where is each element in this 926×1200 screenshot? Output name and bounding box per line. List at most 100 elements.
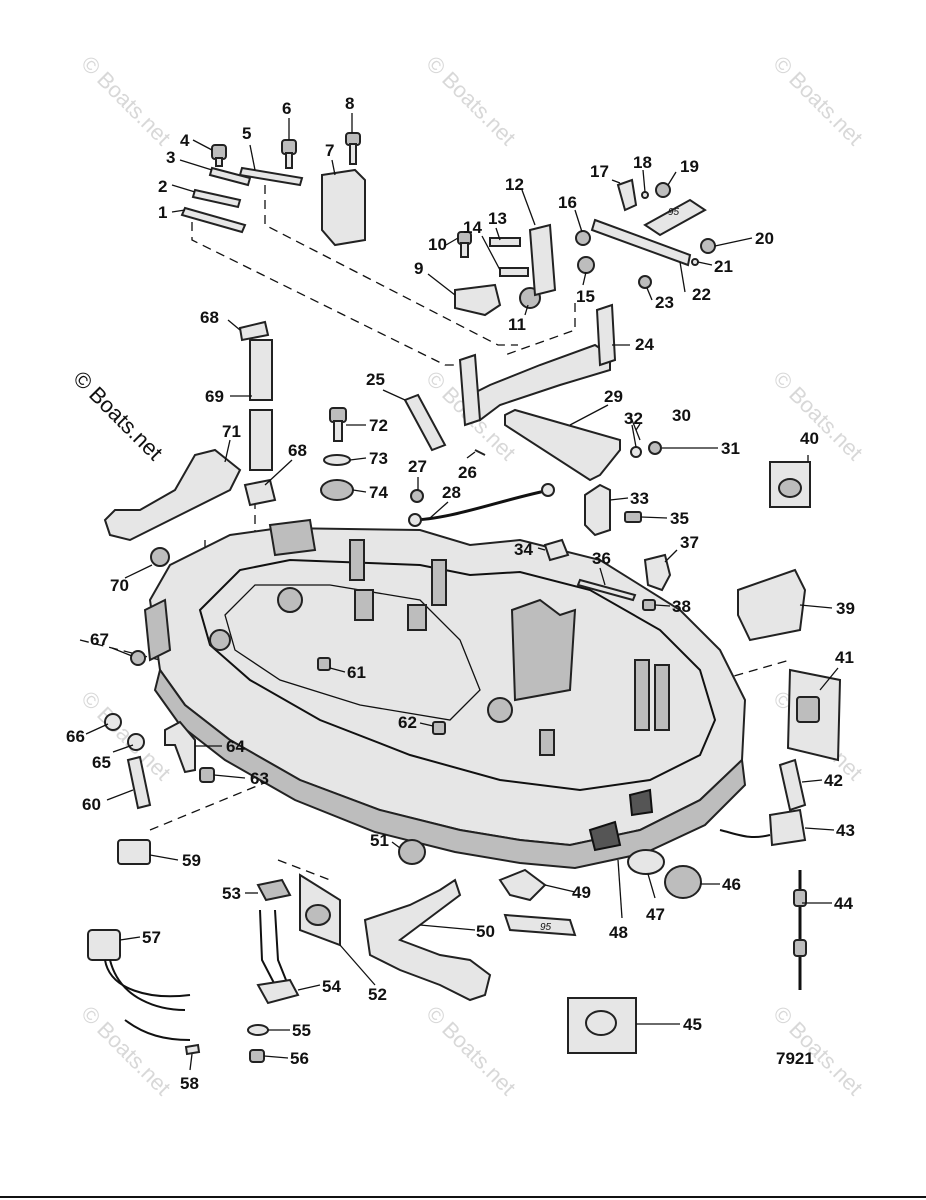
watermark-1: © Boats.net (76, 51, 175, 150)
nut-20 (700, 238, 716, 254)
bolt-6 (281, 139, 297, 155)
watermark-9: © Boats.net (76, 1001, 175, 1100)
handle-71 (103, 448, 242, 542)
watermark-5: © Boats.net (768, 366, 867, 465)
clip-68-top (238, 320, 270, 342)
callout-1: 1 (158, 203, 167, 222)
callout-10: 10 (428, 235, 447, 254)
callout-22: 22 (692, 285, 711, 304)
callout-23: 23 (655, 293, 674, 312)
callout-55: 55 (292, 1021, 311, 1040)
bracket-7 (321, 168, 366, 247)
callout-71: 71 (222, 422, 241, 441)
callout-4: 4 (180, 131, 190, 150)
callout-65: 65 (92, 753, 111, 772)
bolt-35 (624, 511, 642, 523)
bottom-cowl (143, 518, 747, 870)
shift-handle-50 (363, 878, 492, 1002)
terminal-58 (184, 1043, 201, 1056)
callout-13: 13 (488, 209, 507, 228)
screw-38 (642, 599, 656, 611)
washer-16 (575, 230, 591, 246)
callout-7: 7 (325, 141, 334, 160)
corner-watermark: © Boats.net (68, 366, 167, 465)
callout-24: 24 (635, 335, 654, 354)
callout-9: 9 (414, 259, 423, 278)
callout-64: 64 (226, 737, 245, 756)
washer-66 (104, 713, 122, 731)
shift-shaft-24 (468, 343, 611, 422)
washer-32 (630, 446, 642, 458)
callout-27: 27 (408, 457, 427, 476)
screw-62 (432, 721, 446, 735)
callout-labels: 1 2 3 4 5 6 7 8 9 10 11 12 13 14 15 16 1… (66, 94, 855, 1093)
callout-73: 73 (369, 449, 388, 468)
callout-8: 8 (345, 94, 354, 113)
callout-5: 5 (242, 124, 251, 143)
callout-30: 30 (672, 406, 691, 425)
link-22 (590, 218, 692, 267)
callout-40: 40 (800, 429, 819, 448)
diagram-number: 7921 (776, 1049, 814, 1068)
callout-74: 74 (369, 483, 388, 502)
clip-68-bot (243, 478, 277, 507)
callout-11: 11 (508, 315, 526, 334)
switch-57 (87, 929, 121, 961)
lever-12 (528, 223, 557, 297)
grommet-46 (664, 865, 702, 899)
callout-6: 6 (282, 99, 291, 118)
plate-3 (208, 166, 252, 187)
pin-30 (629, 414, 641, 441)
callout-51: 51 (370, 831, 389, 850)
lever-33 (584, 483, 611, 537)
callout-37: 37 (680, 533, 699, 552)
nut-27 (410, 489, 424, 503)
bracket-49 (498, 868, 547, 902)
callout-2: 2 (158, 177, 167, 196)
callout-62: 62 (398, 713, 417, 732)
bolt-63 (199, 767, 215, 783)
callout-35: 35 (670, 509, 689, 528)
callout-67: 67 (90, 630, 109, 649)
sleeve-69b (249, 409, 273, 471)
callout-52: 52 (368, 985, 387, 1004)
callout-32: 32 (624, 409, 643, 428)
callout-58: 58 (180, 1074, 199, 1093)
callout-72: 72 (369, 416, 388, 435)
link-29 (504, 408, 621, 482)
callout-16: 16 (558, 193, 577, 212)
callout-44: 44 (834, 894, 853, 913)
callout-63: 63 (250, 769, 269, 788)
clip-37 (643, 553, 672, 592)
switch-59 (117, 839, 151, 865)
callout-48: 48 (609, 923, 628, 942)
pin-14 (499, 267, 529, 277)
callout-36: 36 (592, 549, 611, 568)
plate-2 (191, 188, 242, 209)
tube-95-top (643, 198, 707, 237)
washer-21 (691, 258, 699, 266)
nut-19 (655, 182, 671, 198)
callout-39: 39 (836, 599, 855, 618)
callout-54: 54 (322, 977, 341, 996)
callout-3: 3 (166, 148, 175, 167)
callout-18: 18 (633, 153, 652, 172)
washer-31 (648, 441, 662, 455)
callout-29: 29 (604, 387, 623, 406)
callout-50: 50 (476, 922, 495, 941)
cap-47 (627, 849, 665, 875)
callout-14: 14 (463, 218, 482, 237)
lower-parts: 95 (87, 668, 842, 1063)
callout-41: 41 (835, 648, 854, 667)
lever-25 (403, 393, 447, 452)
sealant-label-top: 95 (668, 207, 680, 218)
callout-69: 69 (205, 387, 224, 406)
callout-57: 57 (142, 928, 161, 947)
connector-43 (768, 808, 807, 847)
callout-60: 60 (82, 795, 101, 814)
callout-19: 19 (680, 157, 699, 176)
bolt-4 (211, 144, 227, 160)
callout-28: 28 (442, 483, 461, 502)
callout-70: 70 (110, 576, 129, 595)
